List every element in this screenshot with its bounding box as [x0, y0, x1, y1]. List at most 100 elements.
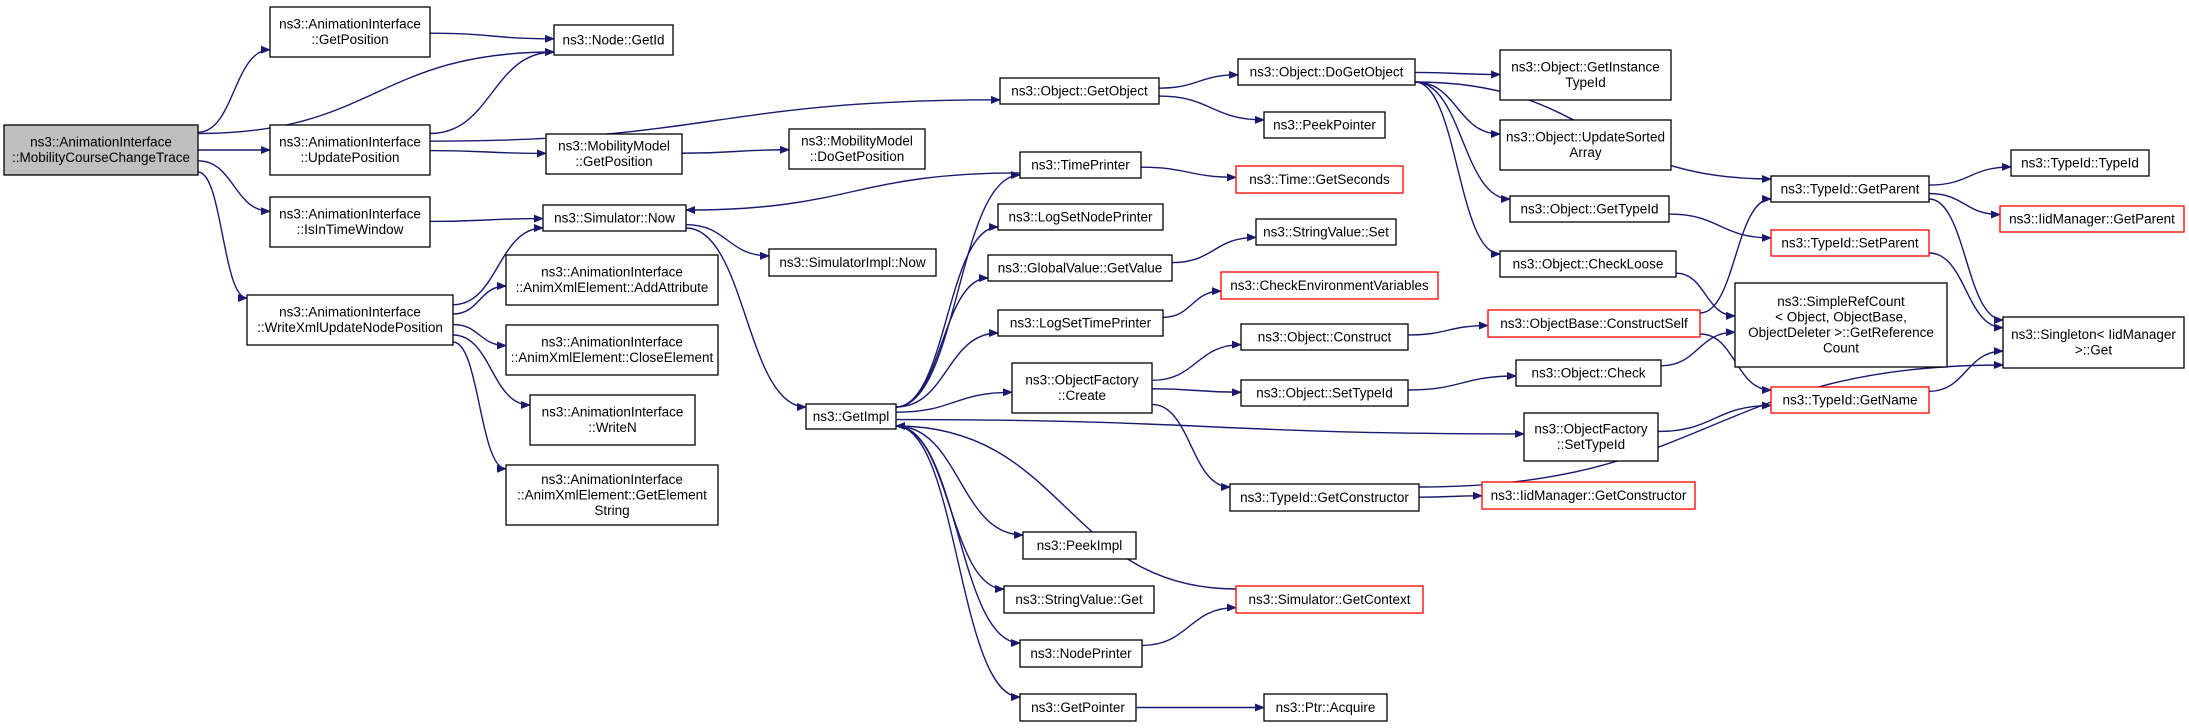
node-box: [1999, 205, 2185, 233]
node-mm_getposition[interactable]: ns3::MobilityModel::GetPosition: [545, 133, 683, 175]
node-box: [987, 254, 1173, 282]
node-axe_getstr[interactable]: ns3::AnimationInterface::AnimXmlElement:…: [505, 464, 719, 526]
node-simplerefcount[interactable]: ns3::SimpleRefCount< Object, ObjectBase,…: [1734, 282, 1948, 368]
node-label-line: ns3::Object::SetTypeId: [1256, 385, 1393, 400]
node-simimpl_now[interactable]: ns3::SimulatorImpl::Now: [768, 248, 937, 277]
node-box: [1255, 218, 1397, 246]
node-box: [1019, 693, 1137, 722]
node-ob_constructself[interactable]: ns3::ObjectBase::ConstructSelf: [1487, 309, 1701, 338]
edge-obj_getobject-to-peekpointer: [1158, 95, 1265, 124]
node-box: [1003, 585, 1155, 614]
node-obj_construct[interactable]: ns3::Object::Construct: [1240, 323, 1409, 351]
node-box: [3, 124, 199, 176]
node-label-line: ::UpdatePosition: [300, 150, 399, 165]
node-sv_get[interactable]: ns3::StringValue::Get: [1003, 585, 1155, 614]
node-singleton_get[interactable]: ns3::Singleton< IidManager>::Get: [2002, 316, 2185, 369]
node-obj_settypeid[interactable]: ns3::Object::SetTypeId: [1240, 379, 1409, 407]
node-label-line: ns3::Object::UpdateSorted: [1506, 130, 1665, 145]
node-axe_addattr[interactable]: ns3::AnimationInterface::AnimXmlElement:…: [505, 254, 719, 306]
node-tid_getname[interactable]: ns3::TypeId::GetName: [1770, 386, 1930, 414]
node-sv_set[interactable]: ns3::StringValue::Set: [1255, 218, 1397, 246]
node-checkenv[interactable]: ns3::CheckEnvironmentVariables: [1220, 271, 1439, 300]
node-label-line: ns3::TypeId::GetParent: [1781, 181, 1920, 196]
node-tid_getparent[interactable]: ns3::TypeId::GetParent: [1770, 175, 1930, 203]
edge-obj_dogetobject-to-obj_gettypeid: [1414, 81, 1511, 203]
node-obj_getobject[interactable]: ns3::Object::GetObject: [999, 77, 1160, 105]
edge-timeprinter-to-time_getseconds: [1140, 166, 1237, 182]
node-label-line: ns3::PeekImpl: [1037, 538, 1123, 553]
node-of_settypeid[interactable]: ns3::ObjectFactory::SetTypeId: [1523, 412, 1659, 462]
node-label-line: ns3::CheckEnvironmentVariables: [1230, 278, 1429, 293]
node-ai_isintimewindow[interactable]: ns3::AnimationInterface::IsInTimeWindow: [269, 196, 431, 248]
node-tid_setparent[interactable]: ns3::TypeId::SetParent: [1770, 229, 1930, 257]
node-label-line: ns3::TypeId::GetConstructor: [1240, 490, 1409, 505]
node-axe_close[interactable]: ns3::AnimationInterface::AnimXmlElement:…: [505, 324, 719, 376]
node-logsettimeprinter[interactable]: ns3::LogSetTimePrinter: [997, 309, 1164, 337]
node-peekimpl[interactable]: ns3::PeekImpl: [1022, 531, 1137, 560]
node-getpointer[interactable]: ns3::GetPointer: [1019, 693, 1137, 722]
node-label-line: ns3::IidManager::GetConstructor: [1491, 488, 1687, 503]
node-obj_check[interactable]: ns3::Object::Check: [1515, 359, 1662, 387]
edge-tid_getname-to-singleton_get: [1928, 347, 2004, 393]
node-box: [1499, 49, 1672, 101]
node-of_create[interactable]: ns3::ObjectFactory::Create: [1011, 362, 1153, 414]
node-peekpointer[interactable]: ns3::PeekPointer: [1263, 111, 1386, 139]
node-mm_dogetposition[interactable]: ns3::MobilityModel::DoGetPosition: [788, 128, 926, 170]
node-obj_gettypeid[interactable]: ns3::Object::GetTypeId: [1509, 195, 1670, 223]
node-iidm_getparent[interactable]: ns3::IidManager::GetParent: [1999, 205, 2185, 233]
node-label-line: ns3::MobilityModel: [558, 139, 670, 154]
node-box: [1019, 639, 1143, 668]
node-tid_typeid[interactable]: ns3::TypeId::TypeId: [2010, 149, 2150, 177]
node-ai_updateposition[interactable]: ns3::AnimationInterface::UpdatePosition: [269, 124, 431, 176]
node-ai_writen[interactable]: ns3::AnimationInterface::WriteN: [529, 394, 696, 446]
node-label-line: ::GetPosition: [311, 32, 388, 47]
node-label-line: ns3::PeekPointer: [1273, 117, 1376, 132]
node-ai_writexml[interactable]: ns3::AnimationInterface::WriteXmlUpdateN…: [246, 294, 454, 346]
edge-root-to-ai_writexml: [197, 171, 248, 302]
node-box: [805, 403, 897, 430]
node-box: [1487, 309, 1701, 338]
edge-getimpl-to-of_create: [895, 388, 1013, 413]
node-sim_now[interactable]: ns3::Simulator::Now: [542, 204, 687, 232]
edge-getimpl-to-logsetnodeprinter: [895, 223, 999, 408]
node-label-line: ns3::Simulator::GetContext: [1248, 592, 1410, 607]
node-iidm_getconstructor[interactable]: ns3::IidManager::GetConstructor: [1481, 481, 1696, 510]
edge-obj_dogetobject-to-obj_checkloose: [1414, 81, 1501, 258]
node-sim_getcontext[interactable]: ns3::Simulator::GetContext: [1235, 585, 1424, 614]
node-nodeprinter[interactable]: ns3::NodePrinter: [1019, 639, 1143, 668]
edge-of_create-to-obj_settypeid: [1151, 388, 1242, 397]
node-ai_getposition[interactable]: ns3::AnimationInterface::GetPosition: [269, 6, 431, 58]
node-timeprinter[interactable]: ns3::TimePrinter: [1019, 151, 1142, 179]
node-obj_checkloose[interactable]: ns3::Object::CheckLoose: [1499, 250, 1677, 278]
node-box: [505, 324, 719, 376]
node-label-line: ns3::AnimationInterface: [279, 305, 421, 320]
node-node_getid[interactable]: ns3::Node::GetId: [553, 24, 674, 56]
node-gv_getvalue[interactable]: ns3::GlobalValue::GetValue: [987, 254, 1173, 282]
edge-root-to-ai_getposition: [197, 45, 271, 133]
edge-gv_getvalue-to-sv_set: [1171, 233, 1257, 264]
node-time_getseconds[interactable]: ns3::Time::GetSeconds: [1235, 165, 1404, 194]
node-ptr_acquire[interactable]: ns3::Ptr::Acquire: [1263, 693, 1388, 722]
node-tid_getconstructor[interactable]: ns3::TypeId::GetConstructor: [1229, 483, 1420, 512]
node-getimpl[interactable]: ns3::GetImpl: [805, 403, 897, 430]
node-label-line: ::MobilityCourseChangeTrace: [12, 150, 190, 165]
node-label-line: ns3::Object::Check: [1531, 365, 1645, 380]
edge-ai_updateposition-to-obj_getobject: [429, 95, 1001, 142]
edge-sim_now-to-getimpl: [685, 227, 807, 411]
node-label-line: ::WriteN: [588, 420, 637, 435]
node-label-line: ns3::GetImpl: [813, 409, 890, 424]
node-box: [1515, 359, 1662, 387]
edge-obj_check-to-simplerefcount: [1660, 328, 1736, 367]
edge-ai_updateposition-to-mm_getposition: [429, 149, 547, 158]
node-label-line: ns3::MobilityModel: [801, 134, 913, 149]
node-box: [269, 124, 431, 176]
node-box: [1481, 481, 1696, 510]
node-root[interactable]: ns3::AnimationInterface::MobilityCourseC…: [3, 124, 199, 176]
edge-tid_setparent-to-singleton_get: [1928, 252, 2004, 332]
node-box: [1235, 585, 1424, 614]
edge-obj_dogetobject-to-obj_getinstancetypeid: [1414, 70, 1501, 79]
node-logsetnodeprinter[interactable]: ns3::LogSetNodePrinter: [997, 203, 1164, 231]
node-obj_dogetobject[interactable]: ns3::Object::DoGetObject: [1237, 58, 1416, 86]
